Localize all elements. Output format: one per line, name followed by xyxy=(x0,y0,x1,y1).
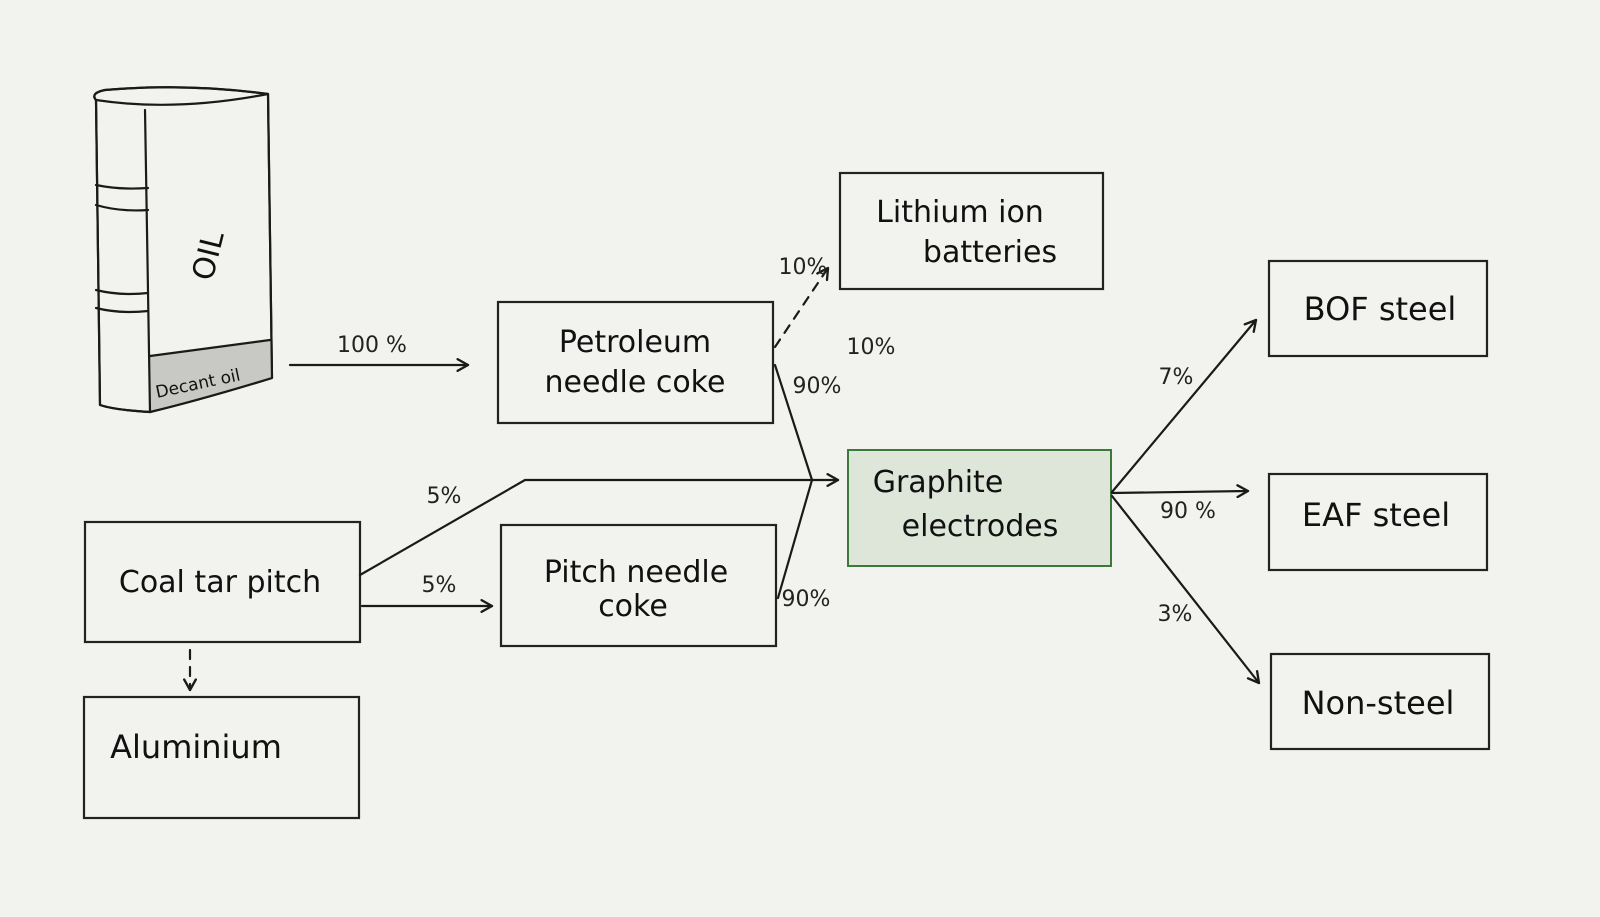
eaf-steel-box xyxy=(1267,472,1489,572)
graphite-label-line2: electrodes xyxy=(902,509,1059,544)
label-petroleum-to-lithium: 10% xyxy=(779,255,828,280)
label-pitch-to-graphite: 90% xyxy=(782,587,831,612)
coal-tar-pitch-box xyxy=(83,520,362,644)
bof-steel-label: BOF steel xyxy=(1304,290,1457,328)
label-graphite-to-eaf: 90 % xyxy=(1160,499,1216,524)
label-coal-to-graphite: 5% xyxy=(427,484,462,509)
label-petroleum-graphite-upper: 10% xyxy=(847,335,896,360)
label-petroleum-to-graphite: 90% xyxy=(793,374,842,399)
label-coal-to-pitch: 5% xyxy=(422,573,457,598)
aluminium-box xyxy=(82,695,361,820)
edge-graphite-to-non-steel xyxy=(1110,494,1261,685)
edge-graphite-to-bof xyxy=(1110,318,1258,494)
lithium-label-line1: Lithium ion xyxy=(876,195,1044,230)
aluminium-label: Aluminium xyxy=(110,728,282,766)
oil-barrel: OIL Decant oil xyxy=(93,86,274,414)
decant-oil-band xyxy=(150,340,272,412)
edge-pitch-to-graphite xyxy=(776,478,814,600)
label-graphite-to-non-steel: 3% xyxy=(1158,602,1193,627)
edge-coal-to-graphite xyxy=(358,473,840,577)
petroleum-label-line2: needle coke xyxy=(545,365,726,400)
graphite-label-line1: Graphite xyxy=(873,465,1004,500)
petroleum-needle-coke-box xyxy=(496,300,775,425)
label-oil-to-petroleum: 100 % xyxy=(337,333,407,358)
non-steel-label: Non-steel xyxy=(1302,684,1455,722)
graphite-electrodes-box xyxy=(847,449,1112,567)
pitch-label-line1: Pitch needle xyxy=(544,555,728,590)
coal-tar-pitch-label: Coal tar pitch xyxy=(119,565,321,600)
pitch-label-line2: coke xyxy=(598,589,668,624)
barrel-oil-label: OIL xyxy=(186,227,232,283)
pitch-needle-coke-box xyxy=(499,523,778,648)
lithium-label-line2: batteries xyxy=(923,235,1057,270)
label-graphite-to-bof: 7% xyxy=(1159,365,1194,390)
petroleum-label-line1: Petroleum xyxy=(559,325,711,360)
bof-steel-box xyxy=(1267,259,1489,358)
lithium-ion-batteries-box xyxy=(838,171,1105,291)
edge-graphite-to-eaf xyxy=(1110,484,1250,499)
eaf-steel-label: EAF steel xyxy=(1302,496,1450,534)
non-steel-box xyxy=(1269,652,1491,751)
edge-petroleum-to-graphite xyxy=(773,363,814,482)
